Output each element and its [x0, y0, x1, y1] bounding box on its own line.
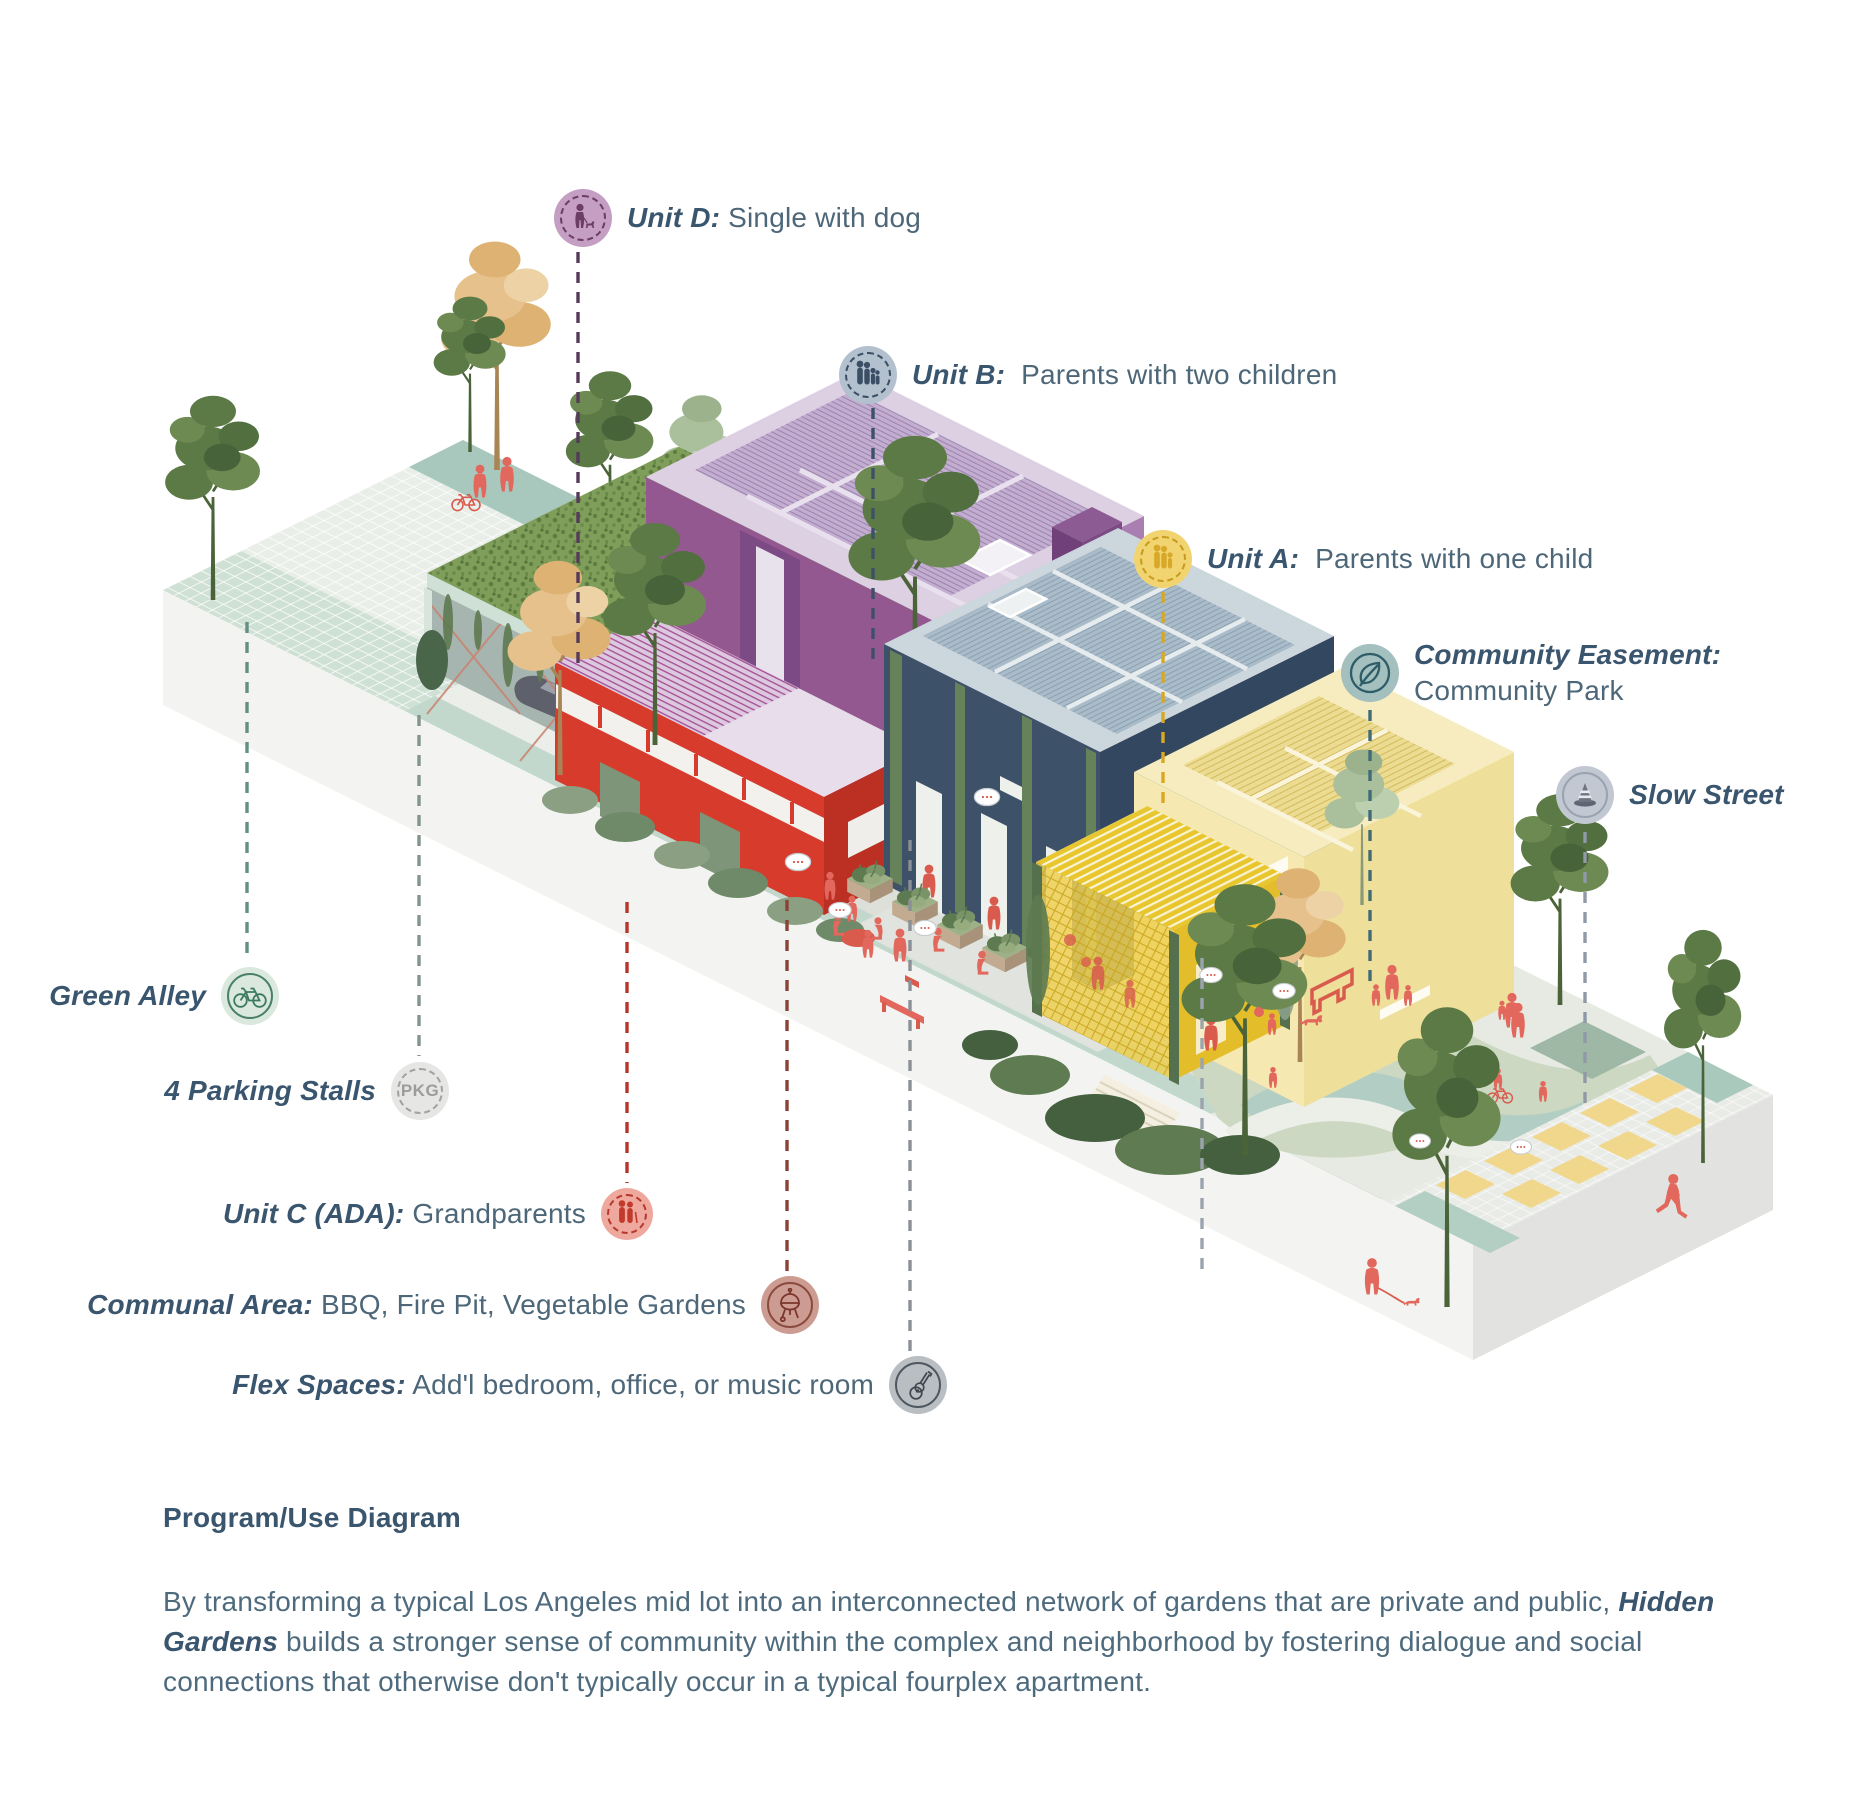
people-dining [824, 871, 989, 1029]
ball [1254, 1007, 1264, 1017]
courtyard-bench [880, 995, 924, 1024]
unit-a-badge [1134, 530, 1192, 588]
communal-area-badge [761, 1276, 819, 1334]
slow-street-badge [1556, 766, 1614, 824]
parking-badge: PKG [391, 1062, 449, 1120]
legend-slow-street: Slow Street [1556, 766, 1784, 824]
unit-c-house [542, 614, 920, 942]
roof-vent [987, 587, 1049, 619]
legend-communal-area: Communal Area: BBQ, Fire Pit, Vegetable … [87, 1276, 819, 1334]
diagram-title: Program/Use Diagram [163, 1502, 461, 1533]
diagram-description: By transforming a typical Los Angeles mi… [163, 1586, 1715, 1698]
legend-unit-b: Unit B: Parents with two children [839, 346, 1337, 404]
shrub-row [542, 786, 864, 942]
community-easement-badge [1341, 643, 1399, 702]
legend-unit-c: Unit C (ADA): Grandparents [223, 1188, 653, 1240]
legend-unit-a: Unit A: Parents with one child [1134, 530, 1593, 588]
slow-street-surface [1388, 1021, 1773, 1253]
community-park [1254, 964, 1519, 1306]
flex-spaces-badge [889, 1356, 947, 1414]
park-bench [1310, 967, 1354, 1016]
crosswalk [1436, 1074, 1705, 1208]
legend-parking: 4 Parking Stalls PKG [164, 1062, 449, 1120]
basket [905, 975, 919, 988]
skylight [957, 538, 1033, 577]
legend-community-easement: Community Easement:Community Park [1341, 637, 1721, 709]
communal-courtyard [824, 859, 1029, 1029]
leader-lines [245, 252, 1587, 1352]
green-alley-badge [221, 967, 279, 1025]
front-shrubs [962, 1030, 1280, 1175]
leaf-icon [1349, 652, 1391, 693]
unit-b-badge [839, 346, 897, 404]
legend-unit-d: Unit D: Single with dog [554, 189, 921, 247]
unit-c-badge [601, 1188, 653, 1240]
footer-text-block: Program/Use Diagram By transforming a ty… [163, 1502, 1775, 1702]
legend-flex-spaces: Flex Spaces: Add'l bedroom, office, or m… [232, 1356, 947, 1414]
legend-green-alley: Green Alley [49, 967, 279, 1025]
unit-d-badge [554, 189, 612, 247]
